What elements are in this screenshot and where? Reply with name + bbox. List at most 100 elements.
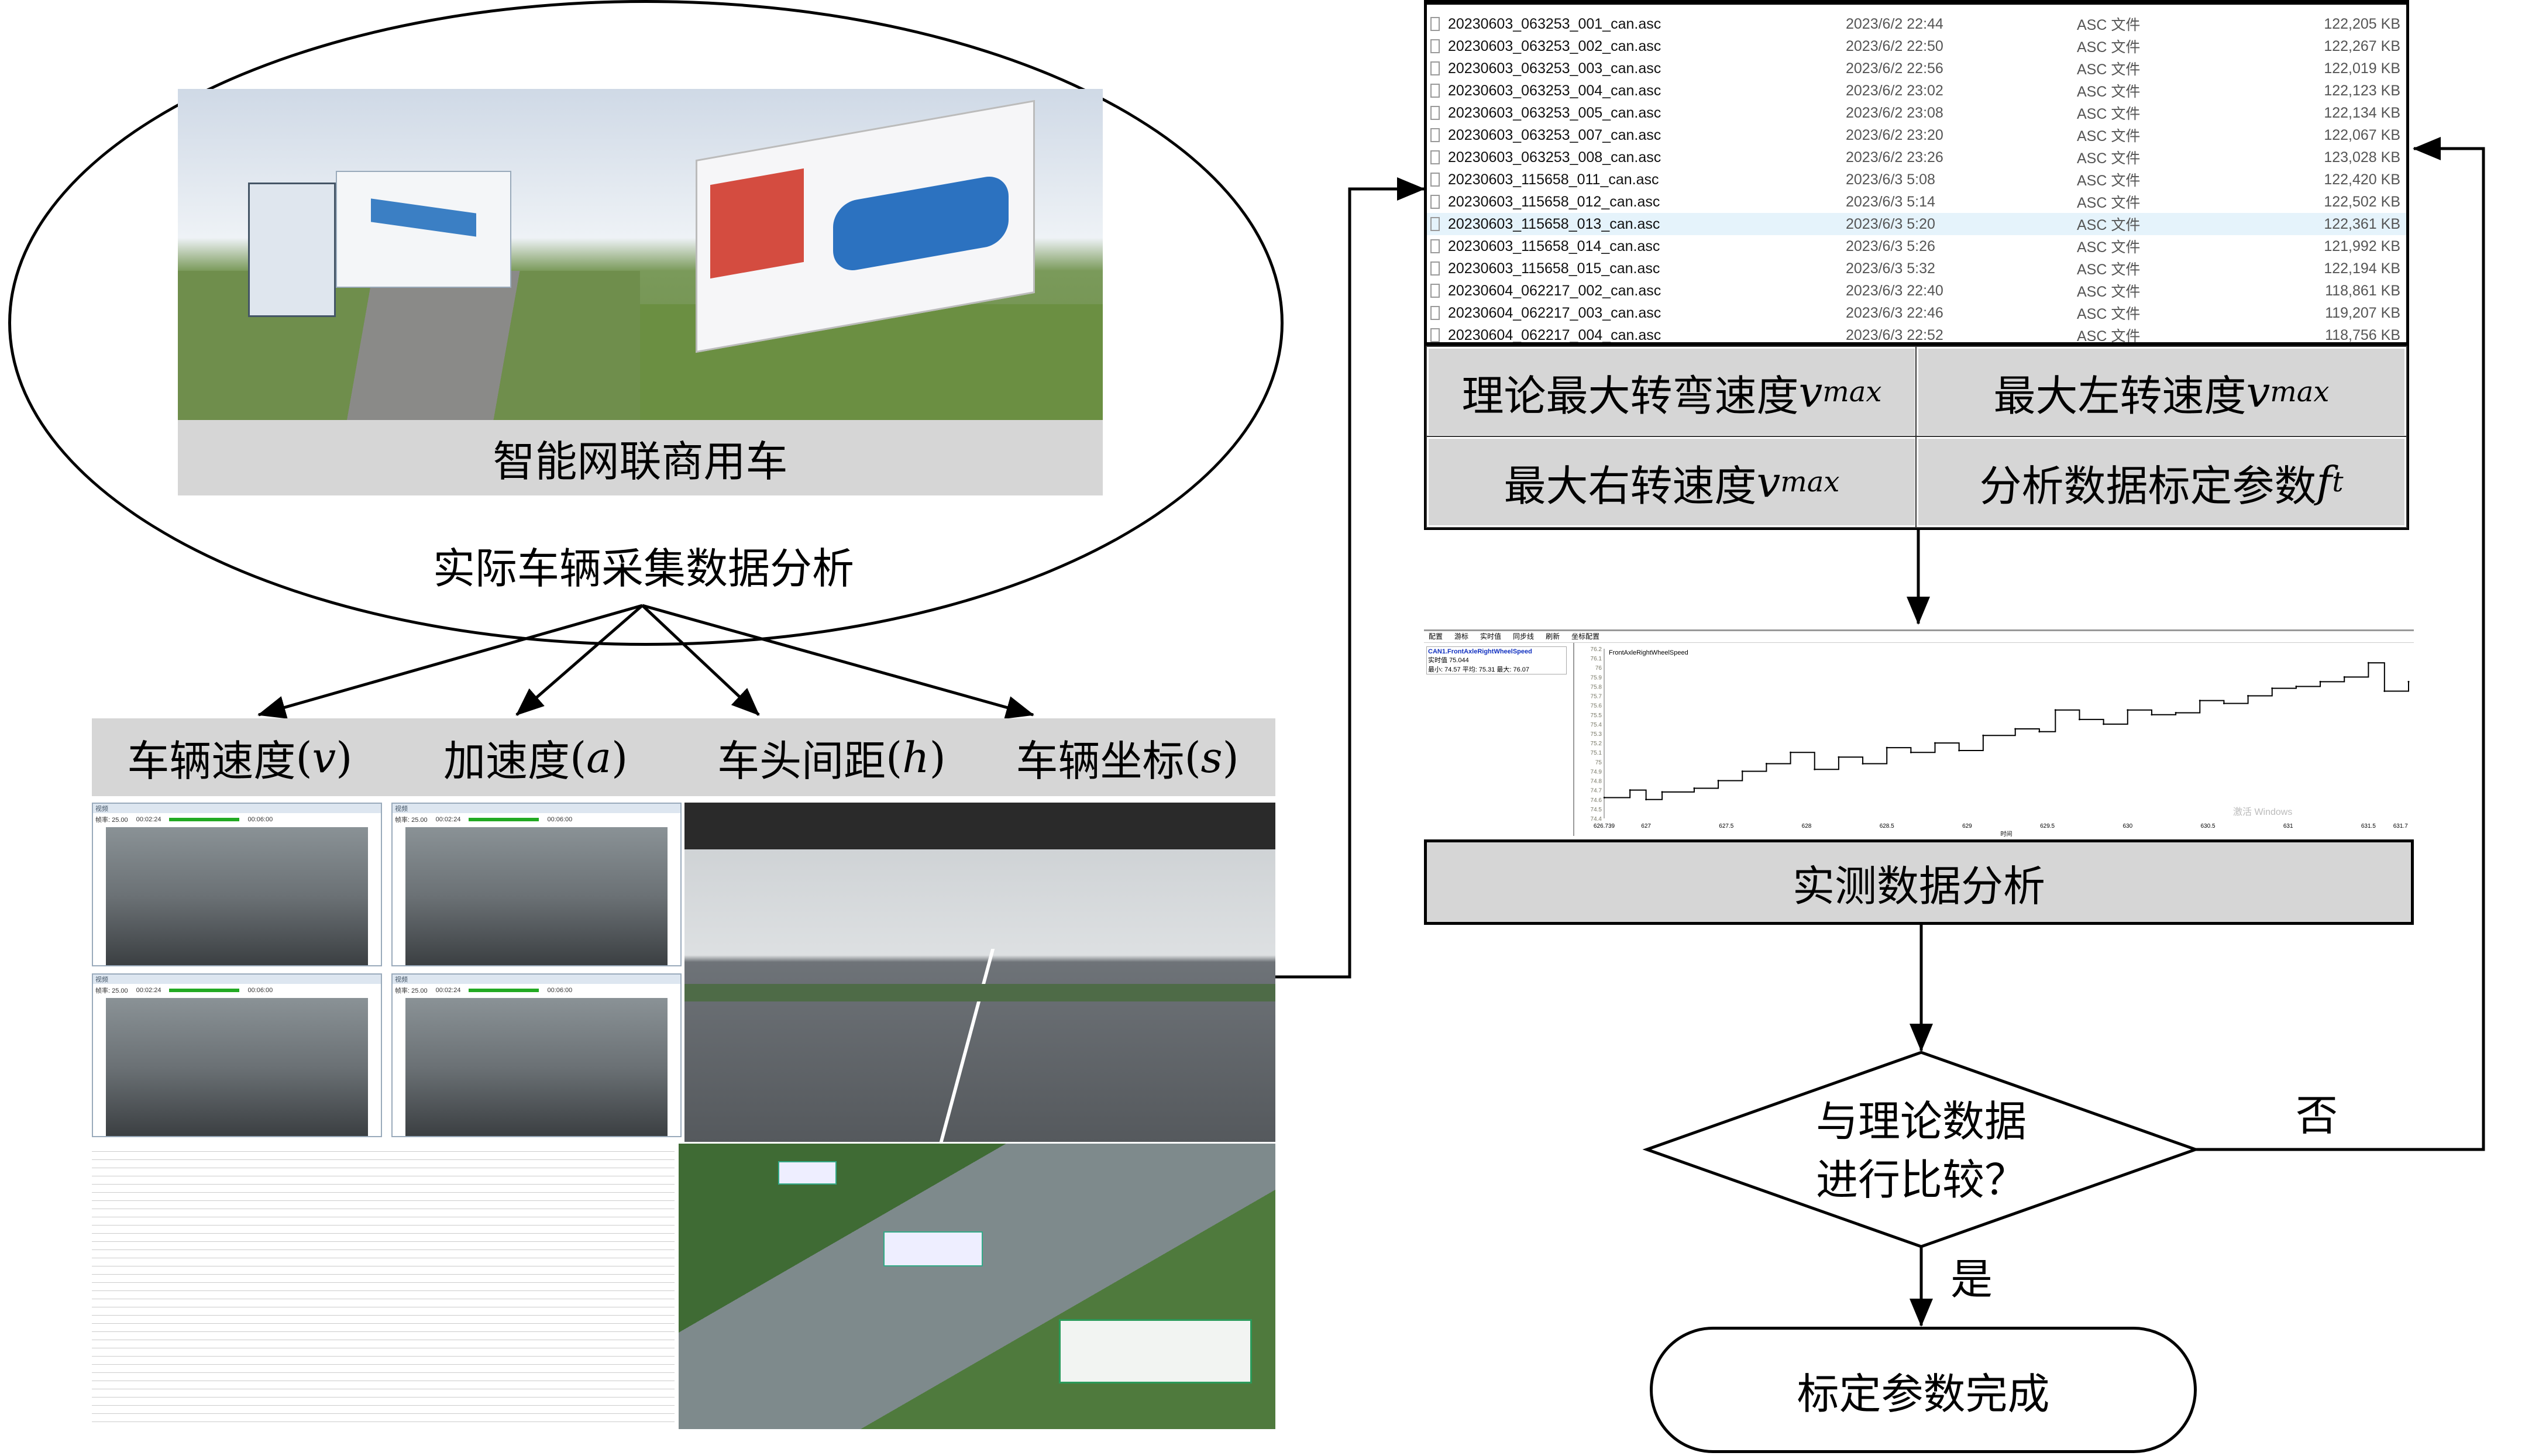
x-tick-label: 629 <box>1962 823 1972 829</box>
y-tick-label: 75.3 <box>1591 731 1602 738</box>
metric-v: 车辆速度(v) <box>127 732 353 786</box>
y-tick-label: 75.5 <box>1591 712 1602 719</box>
calibration-complete: 标定参数完成 <box>1650 1327 2197 1453</box>
file-icon <box>1430 61 1440 75</box>
legend: FrontAxleRightWheelSpeed <box>1609 649 1688 656</box>
data-point <box>1934 742 1936 744</box>
signal-stats: 最小: 74.57 平均: 75.31 最大: 76.07 <box>1428 666 1530 673</box>
file-icon <box>1430 106 1440 120</box>
data-point <box>1814 768 1816 770</box>
signal-panel: CAN1.FrontAxleRightWheelSpeed 实时值 75.044… <box>1426 646 1567 674</box>
file-icon <box>1430 284 1440 298</box>
y-tick-label: 74.4 <box>1591 816 1602 822</box>
data-point <box>2367 662 2369 664</box>
data-point <box>2383 690 2386 692</box>
data-point <box>1765 763 1767 765</box>
y-tick-label: 74.9 <box>1591 769 1602 775</box>
chart-menu-item[interactable]: 实时值 <box>1480 632 1502 641</box>
data-point <box>1838 756 1840 758</box>
aerial-highway-photo <box>679 1144 1275 1429</box>
y-tick-label: 76.2 <box>1591 646 1602 653</box>
data-point <box>2175 712 2177 714</box>
x-tick-label: 628.5 <box>1880 823 1894 829</box>
x-tick-label: 631.7 <box>2393 823 2408 829</box>
file-icon <box>1430 84 1440 98</box>
speed-plot: 74.474.574.674.774.874.97575.175.275.375… <box>1591 646 2410 837</box>
data-point <box>1693 787 1695 789</box>
chart-menu-item[interactable]: 游标 <box>1454 632 1469 641</box>
realtime-value: 75.044 <box>1449 657 1469 664</box>
chart-menu-item[interactable]: 配置 <box>1429 632 1443 641</box>
file-icon <box>1430 261 1440 276</box>
y-tick-label: 75.7 <box>1591 694 1602 700</box>
yes-label: 是 <box>1950 1254 1993 1304</box>
data-point <box>2223 702 2225 704</box>
data-point <box>2151 714 2153 716</box>
data-point <box>1603 797 1605 799</box>
y-tick-label: 75.6 <box>1591 703 1602 710</box>
data-point <box>1661 791 1663 793</box>
metric-h: 车头间距(h) <box>717 732 946 786</box>
watermark: 激活 Windows <box>2233 807 2292 817</box>
x-tick-label: 627 <box>1641 823 1651 829</box>
file-icon <box>1430 239 1440 253</box>
data-spreadsheet <box>92 1144 675 1429</box>
speed-series-line <box>1604 662 2409 800</box>
data-point <box>2014 728 2017 730</box>
data-point <box>2103 723 2105 725</box>
data-point <box>2295 685 2297 687</box>
file-icon <box>1430 173 1440 187</box>
chart-menu-item[interactable]: 坐标配置 <box>1571 632 1600 641</box>
decision-line1: 与理论数据 <box>1815 1096 2027 1146</box>
data-point <box>1910 751 1912 753</box>
x-tick-label: 631.5 <box>2361 823 2376 829</box>
chart-menu-item[interactable]: 同步线 <box>1513 632 1535 641</box>
truck-photo-side <box>640 89 1103 420</box>
chart-menu-item[interactable]: 刷新 <box>1546 632 1560 641</box>
y-tick-label: 75 <box>1595 759 1602 766</box>
data-point <box>1645 798 1647 801</box>
decision-line2: 进行比较？ <box>1815 1155 2027 1204</box>
data-point <box>2319 680 2321 683</box>
x-axis-label: 时间 <box>2001 830 2012 837</box>
realtime-label: 实时值 <box>1428 657 1447 664</box>
y-tick-label: 75.1 <box>1591 750 1602 756</box>
x-tick-label: 630.5 <box>2200 823 2215 829</box>
speed-chart-screenshot: 配置游标实时值同步线刷新坐标配置 CAN1.FrontAxleRightWhee… <box>1424 629 2414 837</box>
metric-a: 加速度(a) <box>443 732 628 786</box>
x-tick-label: 626.739 <box>1594 823 1615 829</box>
vehicle-caption: 智能网联商用车 <box>178 420 1103 495</box>
y-tick-label: 75.8 <box>1591 684 1602 690</box>
data-point <box>1629 789 1631 791</box>
data-point <box>2038 731 2041 733</box>
y-tick-label: 75.4 <box>1591 722 1602 728</box>
truck-photo-front <box>178 89 640 420</box>
vehicle-data-collection-group <box>8 0 1284 646</box>
x-tick-label: 628 <box>1802 823 1812 829</box>
y-tick-label: 74.7 <box>1591 788 1602 794</box>
data-point <box>1982 734 1984 736</box>
file-icon <box>1430 306 1440 320</box>
x-tick-label: 631 <box>2283 823 2293 829</box>
chart-menu: 配置 游标 实时值 同步线 刷新 坐标配置 <box>1424 631 2414 643</box>
